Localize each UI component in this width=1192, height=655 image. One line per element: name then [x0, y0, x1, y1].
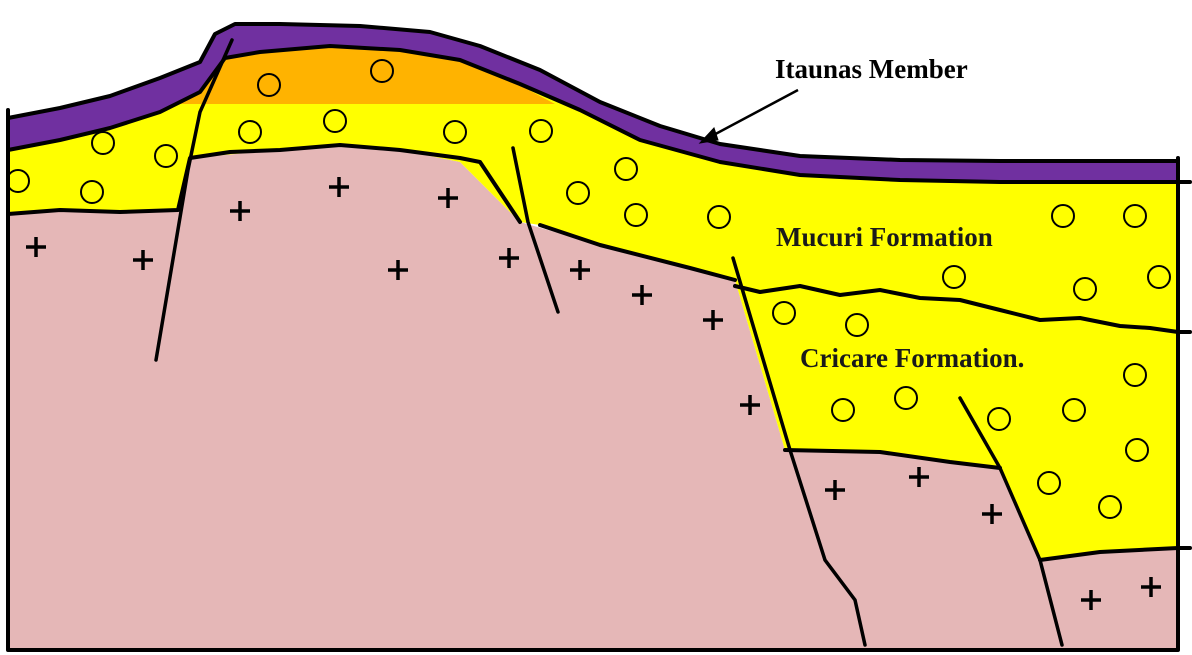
- itaunas-arrow: [700, 90, 798, 143]
- itaunas-member-label: Itaunas Member: [775, 54, 968, 84]
- arrow-head-icon: [700, 128, 718, 143]
- mucuri-formation-label: Mucuri Formation: [776, 222, 993, 252]
- cricare-formation-label: Cricare Formation.: [800, 343, 1024, 373]
